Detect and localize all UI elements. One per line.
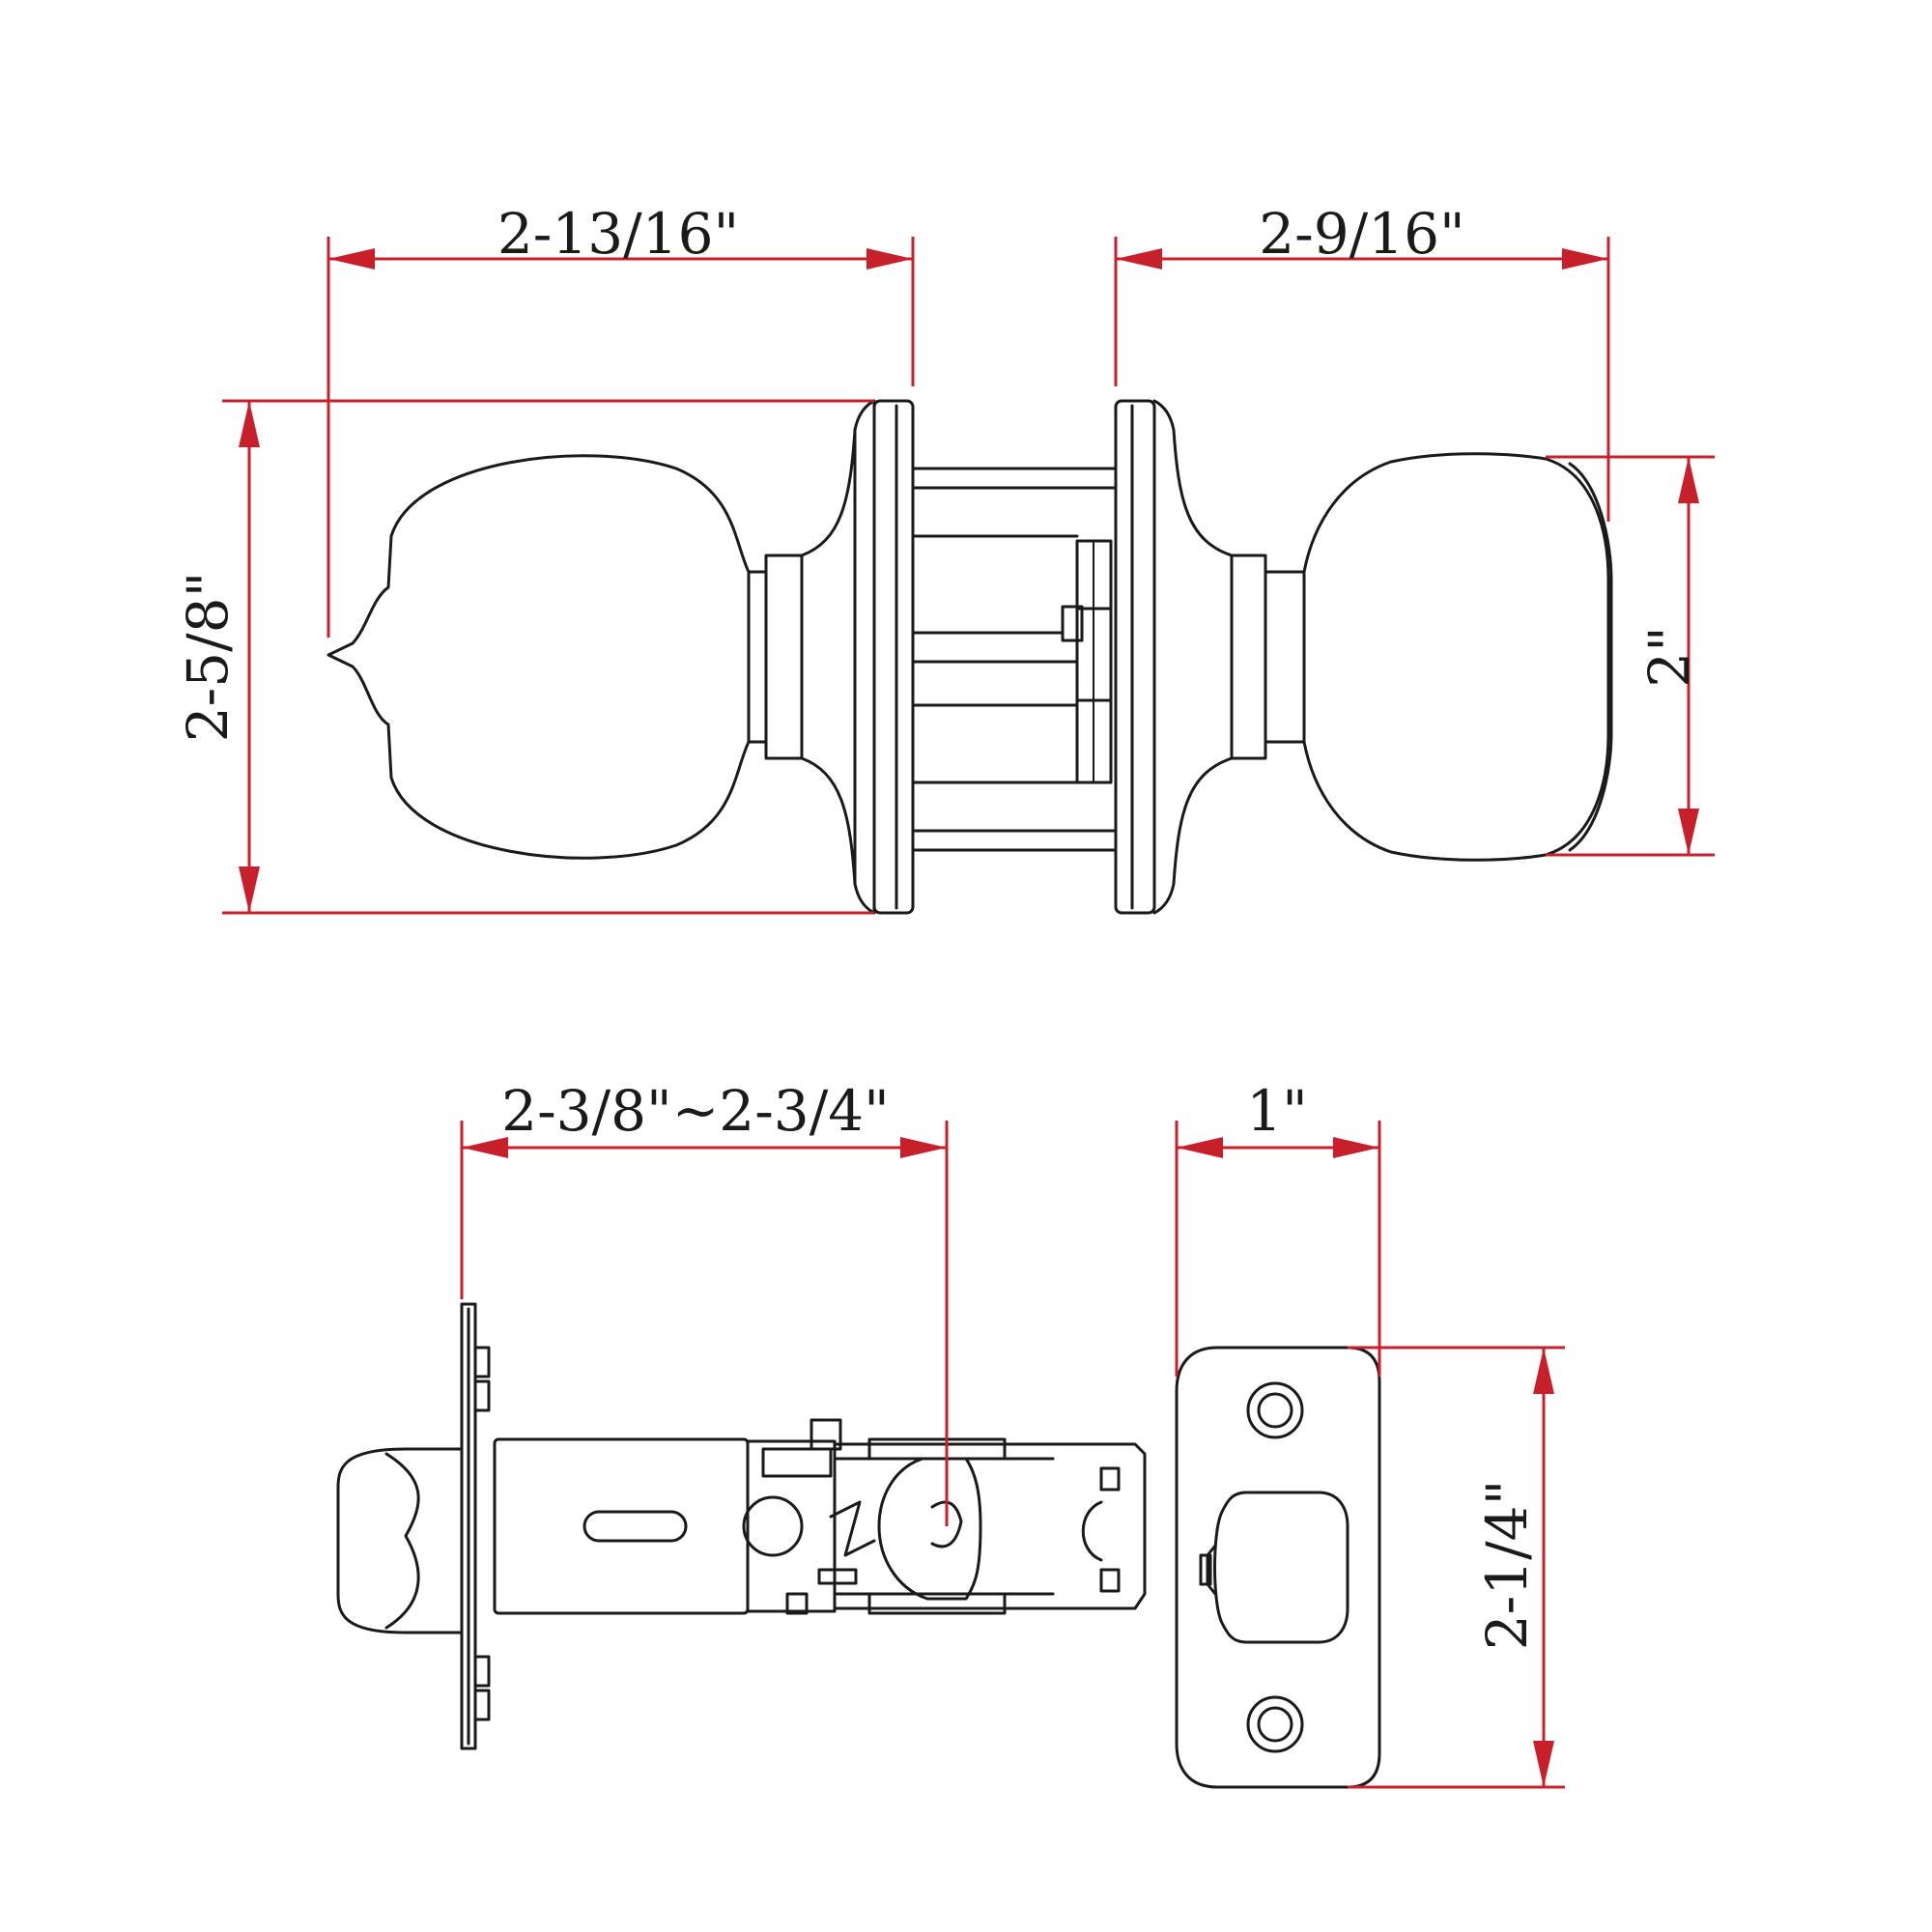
dimension-lines [222,237,1715,1789]
latch-faceplate-front-view [1175,1346,1381,1789]
dim-knob-length-arrow-start [328,248,375,270]
dim-backset-arrow-end [900,1137,947,1158]
dim-rose-height-arrow-start [239,401,260,447]
dim-rose-to-knob-arrow-end [1562,248,1608,270]
dim-rose-height-arrow-end [239,867,260,913]
dim-faceplate-width-arrow-end [1333,1137,1379,1158]
faceplate-bolt-opening [1213,1491,1350,1644]
dim-label-knob-length: 2-13/16" [497,201,739,267]
right-knob-neck [1264,570,1306,744]
latch-bolt [336,1447,464,1634]
dim-knob-diameter-arrow-end [1678,809,1699,855]
latch-mechanism [742,1418,1147,1615]
faceplate-outline [1175,1346,1381,1789]
right-flange [1114,399,1156,915]
dim-faceplate-width-arrow-start [1177,1137,1223,1158]
dim-faceplate-height-arrow-end [1533,1741,1554,1787]
latch-cam [877,1457,982,1601]
latch-slot [582,1510,688,1543]
faceplate-screw-top [1246,1381,1304,1439]
right-rose [1152,399,1267,915]
dim-knob-length-arrow-end [867,248,913,270]
latch-tail [1051,1442,1147,1610]
spindle-chassis [911,467,1118,852]
dim-label-rose-to-knob: 2-9/16" [1259,201,1464,267]
faceplate-screw-bottom [1246,1695,1304,1753]
right-knob [1302,452,1610,862]
left-knob [327,454,751,860]
dim-backset-arrow-start [462,1137,508,1158]
latch-front-plate [460,1302,477,1750]
left-rose [764,428,857,886]
dim-label-faceplate-height: 2-1/4" [1474,1480,1540,1651]
latch-tube [493,1437,750,1615]
dim-label-knob-diameter: 2" [1636,626,1702,688]
dim-knob-diameter-arrow-start [1678,457,1699,503]
dim-rose-to-knob-arrow-start [1116,248,1162,270]
dim-faceplate-height-arrow-start [1533,1348,1554,1394]
left-knob-neck [747,570,768,744]
dim-label-faceplate-width: 1" [1246,1078,1308,1144]
latch-side-view [336,1302,1147,1750]
knob-set-side-view [327,399,1613,915]
dim-label-rose-height: 2-5/8" [175,572,241,743]
left-flange [872,399,915,915]
dim-label-backset: 2-3/8"~2-3/4" [501,1078,890,1144]
